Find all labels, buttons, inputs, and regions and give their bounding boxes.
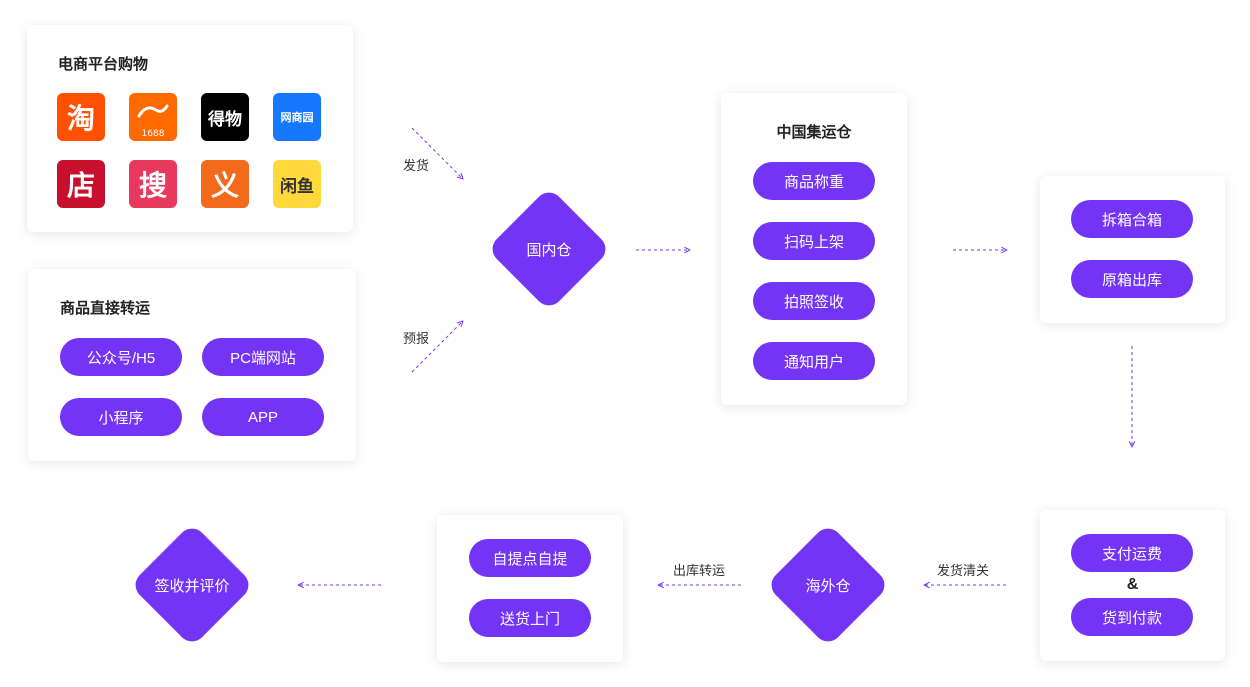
- swoosh-icon: [136, 96, 170, 129]
- label-prereport: 预报: [403, 331, 430, 346]
- label-outbound-transfer: 出库转运: [673, 563, 726, 578]
- alibaba-1688-caption: 1688: [141, 128, 165, 139]
- label-ship: 发货: [403, 158, 430, 173]
- label-ship-clear: 发货清关: [937, 563, 990, 578]
- yiwugo-glyph: 义: [210, 169, 239, 202]
- arrow-ship: [411, 127, 463, 179]
- weidian-glyph: 店: [66, 169, 95, 202]
- channel-wechat-h5[interactable]: 公众号/H5: [60, 338, 182, 376]
- wangshangyuan-glyph: 网商园: [280, 111, 314, 124]
- china-warehouse-title: 中国集运仓: [776, 124, 852, 141]
- arrow-prereport: [411, 321, 463, 373]
- step-weigh[interactable]: 商品称重: [753, 162, 875, 200]
- sougou-icon: 搜: [129, 160, 177, 208]
- payment-card: 支付运费 & 货到付款: [1040, 510, 1225, 661]
- step-photo-sign[interactable]: 拍照签收: [753, 282, 875, 320]
- weidian-icon: 店: [57, 160, 105, 208]
- wangshangyuan-icon: 网商园: [273, 93, 321, 141]
- channel-app[interactable]: APP: [202, 398, 324, 436]
- step-notify-user[interactable]: 通知用户: [753, 342, 875, 380]
- xianyu-glyph: 闲鱼: [280, 176, 314, 197]
- domestic-warehouse-node: 国内仓: [486, 186, 612, 312]
- xianyu-icon: 闲鱼: [273, 160, 321, 208]
- ecommerce-card: 电商平台购物 淘 1688 得物 网商园店 搜 义 闲鱼: [27, 25, 353, 232]
- unbox-combine-button[interactable]: 拆箱合箱: [1071, 200, 1193, 238]
- taobao-icon: 淘: [57, 93, 105, 141]
- original-box-outbound-button[interactable]: 原箱出库: [1071, 260, 1193, 298]
- pickup-point-button[interactable]: 自提点自提: [469, 539, 591, 577]
- direct-transfer-title: 商品直接转运: [60, 300, 151, 317]
- dewu-glyph: 得物: [208, 109, 242, 130]
- taobao-glyph: 淘: [66, 102, 95, 135]
- sign-review-label: 签收并评价: [154, 577, 230, 595]
- direct-transfer-card: 商品直接转运 公众号/H5 PC端网站 小程序 APP: [28, 269, 356, 461]
- ecommerce-title: 电商平台购物: [58, 56, 149, 73]
- sign-review-node: 签收并评价: [129, 522, 255, 648]
- domestic-warehouse-label: 国内仓: [526, 241, 572, 259]
- alibaba-1688-icon: 1688: [129, 93, 177, 141]
- overseas-warehouse-node: 海外仓: [765, 522, 891, 648]
- sougou-glyph: 搜: [138, 169, 167, 202]
- cash-on-delivery-button[interactable]: 货到付款: [1071, 598, 1193, 636]
- door-delivery-button[interactable]: 送货上门: [469, 599, 591, 637]
- yiwugo-icon: 义: [201, 160, 249, 208]
- channel-mini-program[interactable]: 小程序: [60, 398, 182, 436]
- overseas-warehouse-label: 海外仓: [805, 577, 851, 595]
- packing-card: 拆箱合箱 原箱出库: [1040, 176, 1225, 323]
- delivery-card: 自提点自提 送货上门: [437, 515, 623, 662]
- dewu-icon: 得物: [201, 93, 249, 141]
- step-scan-shelve[interactable]: 扫码上架: [753, 222, 875, 260]
- channel-pc-website[interactable]: PC端网站: [202, 338, 324, 376]
- china-warehouse-card: 中国集运仓 商品称重 扫码上架 拍照签收 通知用户: [721, 93, 907, 405]
- pay-shipping-button[interactable]: 支付运费: [1071, 534, 1193, 572]
- ampersand: &: [1126, 576, 1139, 593]
